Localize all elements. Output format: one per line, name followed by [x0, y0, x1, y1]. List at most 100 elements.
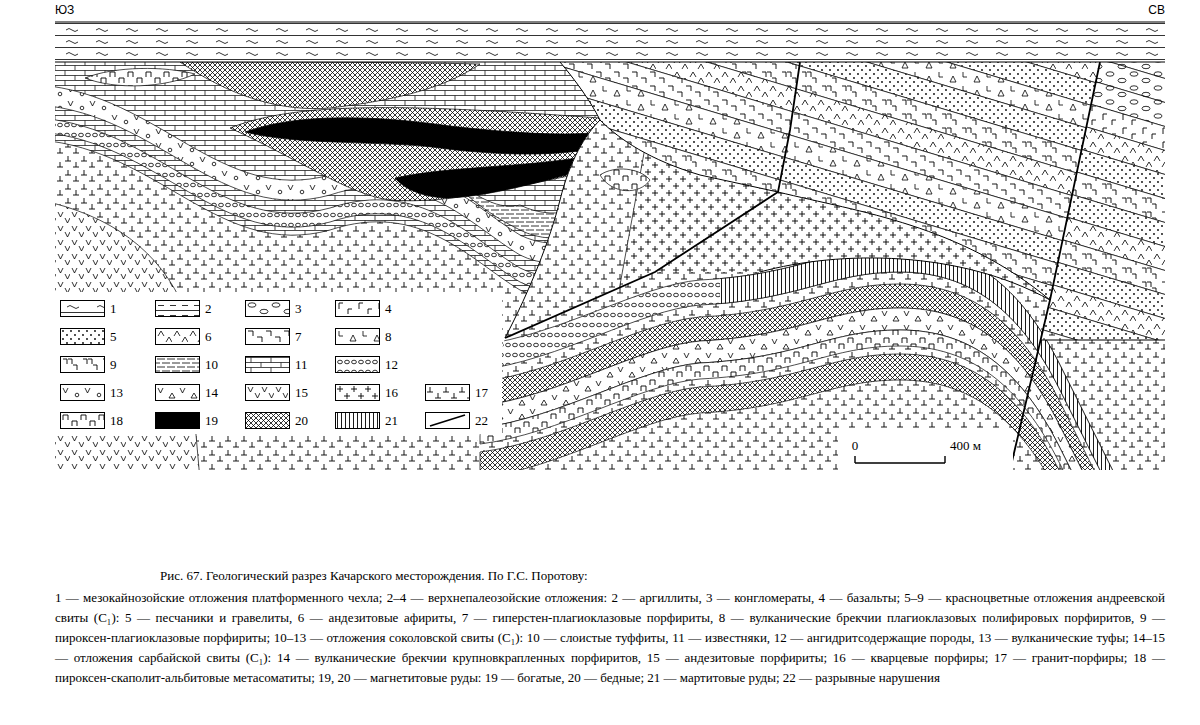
- legend-sample: [61, 385, 104, 400]
- lean-ore-body: [230, 108, 600, 201]
- lean-ore-body: [180, 62, 480, 109]
- scale-ground: [838, 428, 1013, 474]
- faults: [505, 62, 1100, 470]
- metasomatite-band: [480, 330, 1120, 480]
- eastern-block: [1030, 14, 1170, 392]
- legend-item: 20: [245, 412, 308, 429]
- pattern-sample: [336, 357, 379, 372]
- legend-swatch: [60, 384, 105, 401]
- contact-line: [505, 62, 600, 338]
- contact-line: [760, 258, 1050, 300]
- pattern-sample: [336, 385, 379, 400]
- legend-sample: [246, 385, 289, 400]
- rich-ore-lens: [245, 118, 600, 154]
- legend-swatch: [60, 300, 105, 317]
- legend-sample: [246, 301, 289, 316]
- legend-swatch: [335, 300, 380, 317]
- pattern-sample: [61, 301, 104, 316]
- legend-sample: [336, 301, 379, 316]
- legend-number: 12: [385, 356, 398, 373]
- pattern-sample: [61, 413, 104, 428]
- legend-item: 21: [335, 412, 398, 429]
- lean-ore-band: [480, 354, 1120, 480]
- contact-line: [1040, 340, 1165, 341]
- breccia-bed: [540, 60, 1110, 255]
- legend-swatch: [335, 412, 380, 429]
- legend-swatch: [245, 300, 290, 317]
- legend-number: 2: [205, 300, 212, 317]
- legend-swatch: [335, 328, 380, 345]
- legend-swatch: [155, 412, 200, 429]
- legend-number: 11: [295, 356, 308, 373]
- pattern-sample: [246, 357, 289, 372]
- legend-item: 14: [155, 384, 218, 401]
- cover-boundary: [55, 22, 1165, 62]
- legend-swatch: [245, 412, 290, 429]
- scale-label: 400 м: [950, 438, 981, 453]
- legend-swatch: [155, 356, 200, 373]
- legend-sample: [61, 413, 104, 428]
- legend-item: 19: [155, 412, 218, 429]
- legend-number: 13: [110, 384, 123, 401]
- fault-line: [1010, 62, 1100, 470]
- legend-swatch: [425, 412, 470, 429]
- legend-number: 21: [385, 412, 398, 429]
- legend-number: 9: [110, 356, 117, 373]
- pattern-sample: [156, 329, 199, 344]
- legend-sample: [61, 329, 104, 344]
- pattern-sample: [336, 329, 379, 344]
- pattern-sample: [426, 385, 469, 400]
- metasomatite-lens: [600, 169, 650, 191]
- metasomatite-lens: [85, 68, 195, 85]
- pattern-sample: [61, 329, 104, 344]
- legend-item: 1: [60, 300, 117, 317]
- block-outlines: [505, 62, 1165, 340]
- legend-number: 20: [295, 412, 308, 429]
- legend-sample: [336, 357, 379, 372]
- direction-label: СВ: [1148, 3, 1165, 17]
- legend-explanation: 1 — мезокайнозойские отложения платформе…: [55, 588, 1165, 688]
- pattern-sample: [246, 385, 289, 400]
- legend-swatch: [335, 356, 380, 373]
- legend-number: 8: [385, 328, 392, 345]
- legend-swatch: [245, 384, 290, 401]
- legend-sample: [336, 329, 379, 344]
- pattern-sample: [61, 357, 104, 372]
- legend-item: 18: [60, 412, 123, 429]
- legend-sample: [61, 301, 104, 316]
- legend-sample: [61, 357, 104, 372]
- pattern-sample: [156, 301, 199, 316]
- legend-number: 6: [205, 328, 212, 345]
- platform-cover: [55, 22, 1165, 62]
- ore-fold-block: [0, 0, 1200, 480]
- legend-number: 14: [205, 384, 218, 401]
- legend-sample: [156, 329, 199, 344]
- legend-swatch: [245, 328, 290, 345]
- legend-item: 6: [155, 328, 212, 345]
- legend-item: 10: [155, 356, 218, 373]
- legend-swatch: [60, 356, 105, 373]
- legend-item: 8: [335, 328, 392, 345]
- legend-number: 4: [385, 300, 392, 317]
- legend-item: 4: [335, 300, 392, 317]
- legend-number: 15: [295, 384, 308, 401]
- legend-swatch: [155, 384, 200, 401]
- legend-swatch: [60, 412, 105, 429]
- pattern-sample: [246, 329, 289, 344]
- rich-ore-lens: [395, 156, 590, 198]
- legend-sample: [426, 385, 469, 400]
- direction-label: ЮЗ: [55, 3, 74, 17]
- legend-number: 22: [475, 412, 488, 429]
- legend-sample: [336, 385, 379, 400]
- legend-sample: [246, 413, 289, 428]
- legend-sample: [246, 329, 289, 344]
- sandstone-bed: [540, 84, 1110, 279]
- sandstone-bed: [540, 0, 1110, 15]
- legend-sample: [336, 413, 379, 428]
- legend-number: 18: [110, 412, 123, 429]
- legend-number: 3: [295, 300, 302, 317]
- pattern-sample: [61, 385, 104, 400]
- fault-line: [505, 62, 800, 338]
- legend-number: 5: [110, 328, 117, 345]
